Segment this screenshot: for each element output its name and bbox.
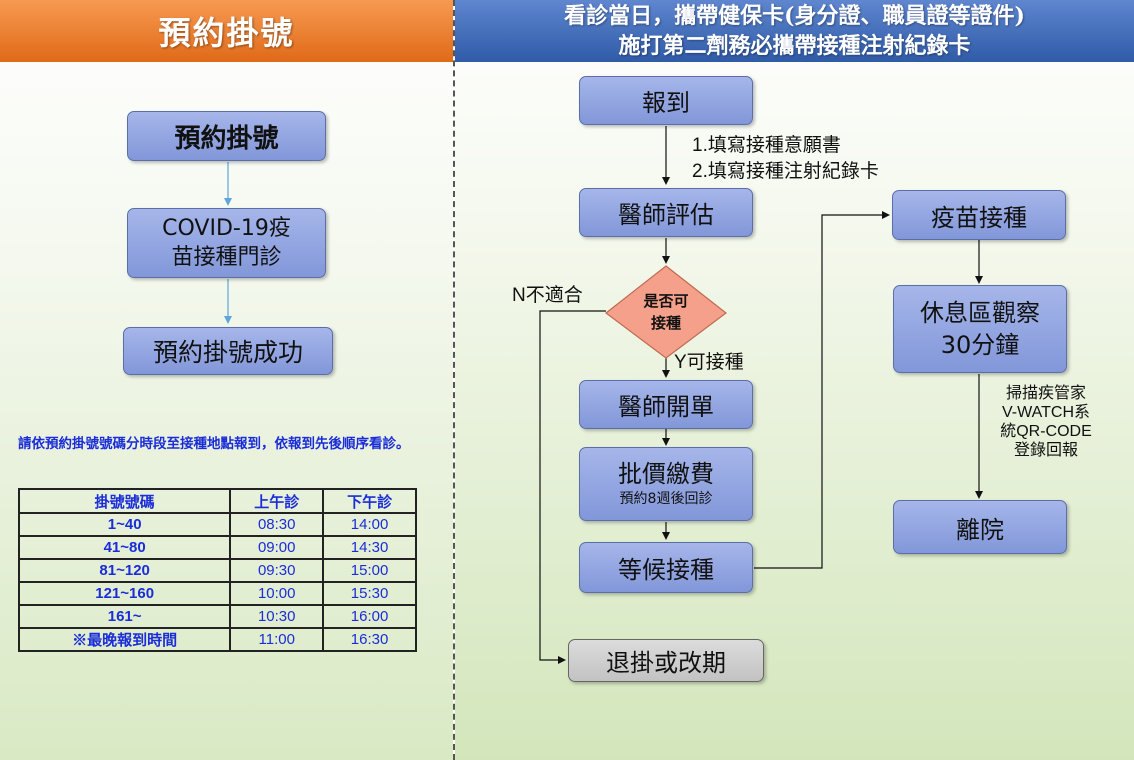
right-panel (455, 0, 1134, 760)
left-header-title: 預約掛號 (0, 0, 453, 62)
left-step-reserve-label: 預約掛號 (174, 123, 279, 154)
checkin-note-1: 1.填寫接種意願書 (692, 135, 841, 156)
step-cancel-label: 退掛或改期 (606, 649, 726, 677)
step-doctor-order-label: 醫師開單 (618, 393, 714, 421)
step-wait-label: 等候接種 (618, 556, 714, 584)
schedule-morning: 09:00 (229, 535, 325, 560)
scan-note-line: V-WATCH系 (1002, 404, 1090, 421)
scan-note: 掃描疾管家 V-WATCH系 統QR-CODE 登錄回報 (980, 384, 1112, 460)
step-leave: 離院 (893, 500, 1067, 554)
step-doctor-order: 醫師開單 (579, 380, 753, 429)
decision-no-label: N不適合 (512, 285, 583, 306)
checkin-note-2: 2.填寫接種注射紀錄卡 (692, 161, 879, 182)
schedule-header-number: 掛號號碼 (17, 488, 232, 514)
schedule-number: 121~160 (17, 581, 232, 606)
schedule-morning: 08:30 (229, 512, 325, 537)
left-step-covid-line2: 苗接種門診 (171, 245, 282, 270)
left-step-reserve: 預約掛號 (127, 111, 326, 161)
schedule-number: 41~80 (17, 535, 232, 560)
step-doctor-eval-label: 醫師評估 (618, 201, 714, 229)
schedule-morning: 10:30 (229, 604, 325, 629)
step-doctor-eval: 醫師評估 (579, 188, 753, 237)
table-row: 41~80 09:00 14:30 (17, 535, 417, 560)
schedule-header-row: 掛號號碼 上午診 下午診 (17, 488, 417, 514)
schedule-afternoon: 14:00 (322, 512, 417, 537)
schedule-afternoon: 16:30 (322, 627, 417, 652)
table-row: ※最晚報到時間 11:00 16:30 (17, 627, 417, 652)
schedule-table: 掛號號碼 上午診 下午診 1~40 08:30 14:00 41~80 09:0… (17, 488, 417, 652)
schedule-afternoon: 14:30 (322, 535, 417, 560)
step-rest: 休息區觀察 30分鐘 (893, 285, 1067, 373)
schedule-number: 161~ (17, 604, 232, 629)
decision-yes-label: Y可接種 (674, 352, 744, 373)
step-rest-line1: 休息區觀察 (920, 299, 1040, 327)
right-header-line2: 施打第二劑務必攜帶接種注射紀錄卡 (618, 33, 971, 59)
left-step-covid-line1: COVID-19疫 (162, 216, 291, 241)
table-row: 161~ 10:30 16:00 (17, 604, 417, 629)
step-checkin-label: 報到 (642, 89, 690, 117)
step-leave-label: 離院 (956, 515, 1004, 544)
schedule-afternoon: 16:00 (322, 604, 417, 629)
step-wait: 等候接種 (579, 542, 753, 593)
schedule-note: 請依預約掛號號碼分時段至接種地點報到，依報到先後順序看診。 (18, 436, 410, 452)
step-payment-sublabel: 預約8週後回診 (619, 491, 713, 507)
schedule-afternoon: 15:00 (322, 558, 417, 583)
step-rest-line2: 30分鐘 (940, 331, 1020, 359)
step-vaccinate: 疫苗接種 (892, 190, 1066, 240)
schedule-morning: 09:30 (229, 558, 325, 583)
schedule-header-morning: 上午診 (229, 488, 325, 514)
table-row: 1~40 08:30 14:00 (17, 512, 417, 537)
right-header: 看診當日，攜帶健保卡(身分證、職員證等證件) 施打第二劑務必攜帶接種注射紀錄卡 (455, 0, 1134, 62)
decision-line1: 是否可 (643, 292, 689, 310)
arrow-wait-vaccinate (754, 211, 890, 569)
scan-note-line: 統QR-CODE (1000, 423, 1092, 440)
left-step-success: 預約掛號成功 (123, 327, 333, 375)
left-step-covid-clinic: COVID-19疫 苗接種門診 (127, 208, 326, 278)
table-row: 121~160 10:00 15:30 (17, 581, 417, 606)
schedule-afternoon: 15:30 (322, 581, 417, 606)
schedule-number: ※最晚報到時間 (17, 627, 232, 652)
decision-diamond (605, 265, 727, 359)
table-row: 81~120 09:30 15:00 (17, 558, 417, 583)
step-payment-label: 批價繳費 (618, 460, 714, 488)
scan-note-line: 掃描疾管家 (1005, 385, 1086, 402)
left-step-success-label: 預約掛號成功 (152, 338, 303, 367)
decision-text: 是否可 接種 (626, 290, 706, 334)
schedule-morning: 11:00 (229, 627, 325, 652)
panel-divider (453, 0, 455, 760)
schedule-number: 81~120 (17, 558, 232, 583)
schedule-number: 1~40 (17, 512, 232, 537)
step-vaccinate-label: 疫苗接種 (931, 203, 1027, 232)
schedule-morning: 10:00 (229, 581, 325, 606)
scan-note-line: 登錄回報 (1013, 442, 1078, 459)
step-cancel: 退掛或改期 (568, 639, 764, 682)
right-header-line1: 看診當日，攜帶健保卡(身分證、職員證等證件) (564, 3, 1025, 29)
decision-line2: 接種 (650, 314, 681, 332)
step-payment: 批價繳費 預約8週後回診 (579, 447, 753, 521)
schedule-header-afternoon: 下午診 (322, 488, 417, 514)
step-checkin: 報到 (579, 76, 753, 125)
arrow-decision-cancel (539, 310, 606, 664)
